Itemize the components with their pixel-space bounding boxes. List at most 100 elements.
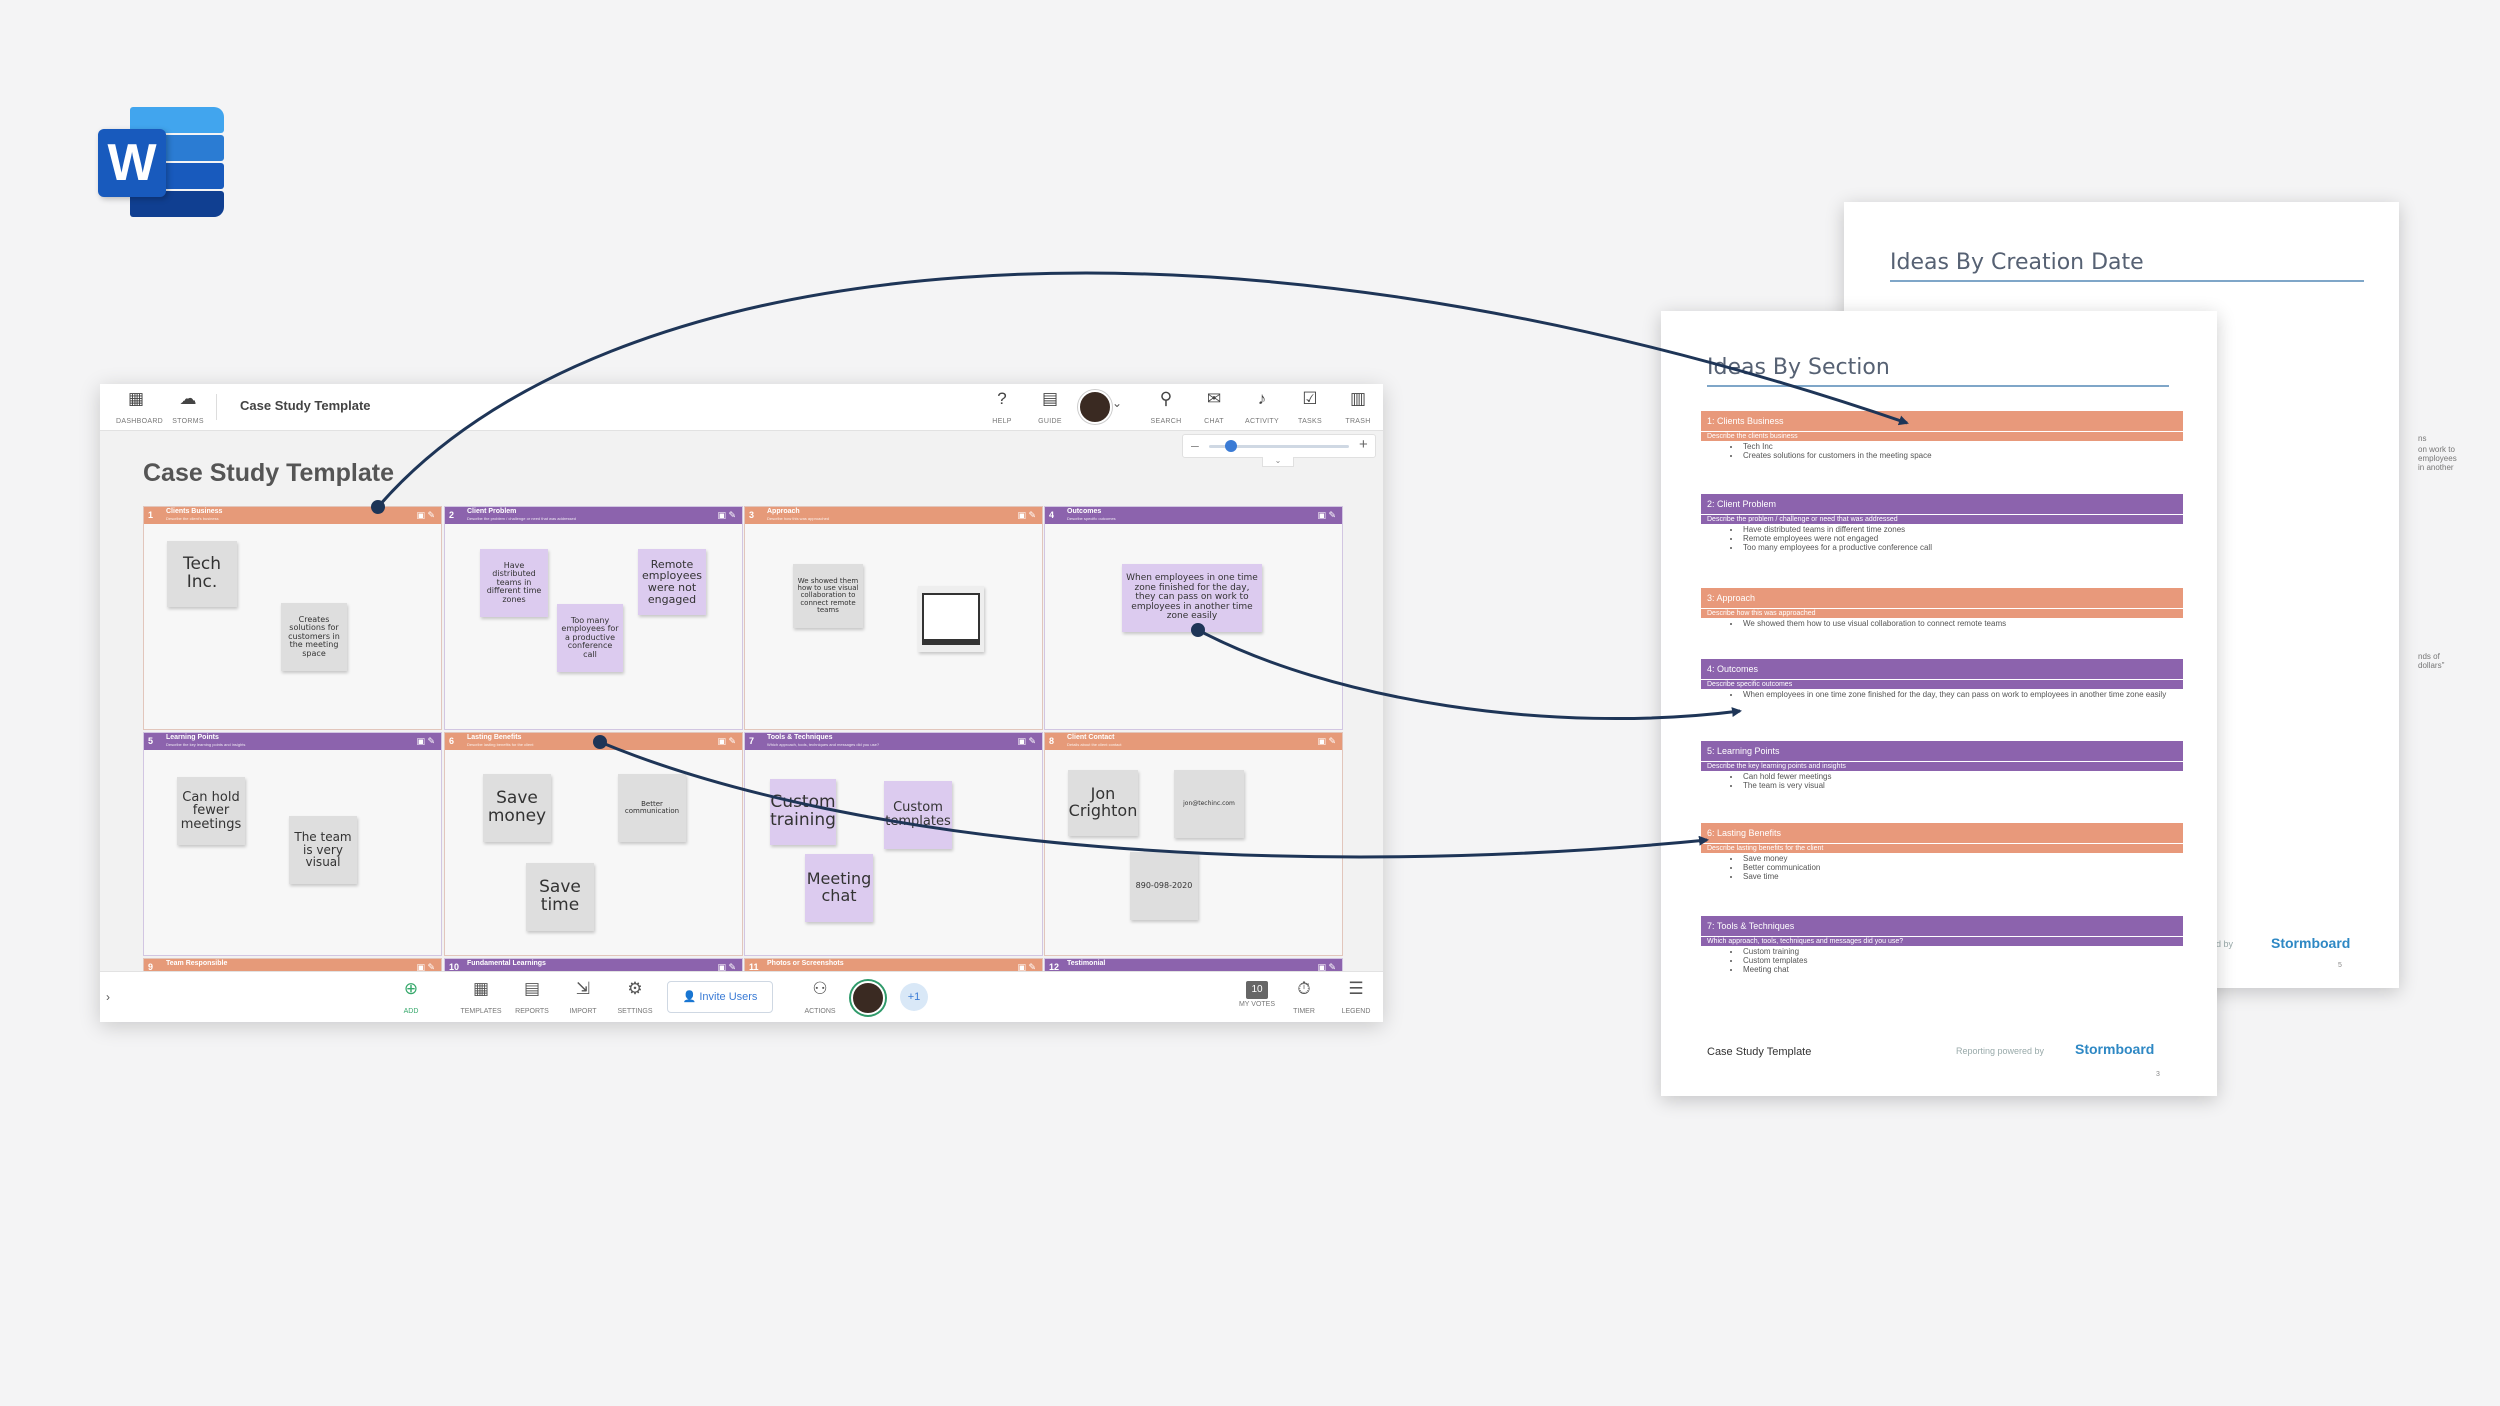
sticky-note[interactable]: The team is very visual — [289, 816, 357, 884]
report-section-heading: 6: Lasting Benefits — [1701, 823, 2183, 843]
reports-icon: ▤ — [523, 979, 541, 998]
sticky-note[interactable]: Meeting chat — [805, 854, 873, 922]
connector-dot — [593, 735, 607, 749]
reports-button[interactable]: ▤ REPORTS — [509, 978, 555, 1018]
edit-icon[interactable]: ▣ ✎ — [416, 736, 435, 746]
toolbar-divider — [216, 394, 217, 420]
tasks-button[interactable]: ☑ TASKS — [1290, 388, 1330, 428]
edit-icon[interactable]: ▣ ✎ — [717, 510, 736, 520]
legend-label: LEGEND — [1341, 1008, 1371, 1015]
zoom-track[interactable] — [1209, 445, 1349, 448]
actions-button[interactable]: ⚇ ACTIONS — [797, 978, 843, 1018]
import-label: IMPORT — [569, 1008, 597, 1015]
section-description: Describe lasting benefits for the client — [467, 742, 534, 747]
stormboard-app-window: ▦ DASHBOARD ☁ STORMS Case Study Template… — [100, 384, 1383, 1022]
edit-icon[interactable]: ▣ ✎ — [717, 962, 736, 972]
section-number: 8 — [1049, 736, 1055, 746]
activity-button[interactable]: ♪ ACTIVITY — [1242, 388, 1282, 428]
word-logo-bar — [130, 107, 224, 133]
storms-label: STORMS — [172, 418, 204, 425]
add-button[interactable]: ⊕ ADD — [388, 978, 434, 1018]
peek-text: ns — [2418, 434, 2427, 443]
zoom-in-icon[interactable]: + — [1359, 436, 1368, 453]
report-section-items: Have distributed teams in different time… — [1701, 525, 2183, 552]
storms-button[interactable]: ☁ STORMS — [168, 388, 208, 428]
sticky-note[interactable]: Custom templates — [884, 781, 952, 849]
import-button[interactable]: ⇲ IMPORT — [560, 978, 606, 1018]
connector-dot — [371, 500, 385, 514]
search-button[interactable]: ⚲ SEARCH — [1146, 388, 1186, 428]
title-underline — [1707, 385, 2169, 387]
sticky-note[interactable]: Creates solutions for customers in the m… — [281, 603, 347, 671]
legend-button[interactable]: ☰ LEGEND — [1333, 978, 1379, 1018]
help-button[interactable]: ? HELP — [982, 388, 1022, 428]
templates-button[interactable]: ▦ TEMPLATES — [458, 978, 504, 1018]
arrow-lasting-benefits — [599, 740, 1709, 859]
zoom-knob[interactable] — [1225, 440, 1237, 452]
my-votes-button[interactable]: 10 MY VOTES — [1237, 979, 1277, 1008]
actions-users-icon: ⚇ — [812, 979, 828, 998]
invite-users-button[interactable]: 👤 Invite Users — [667, 981, 773, 1013]
edit-icon[interactable]: ▣ ✎ — [717, 736, 736, 746]
chat-button[interactable]: ✉ CHAT — [1194, 388, 1234, 428]
guide-button[interactable]: ▤ GUIDE — [1030, 388, 1070, 428]
edit-icon[interactable]: ▣ ✎ — [1317, 736, 1336, 746]
page-number: 3 — [2156, 1071, 2160, 1078]
sticky-note[interactable]: jon@techinc.com — [1174, 770, 1244, 838]
sticky-note[interactable]: Tech Inc. — [167, 541, 237, 607]
sticky-note[interactable]: When employees in one time zone finished… — [1122, 564, 1262, 632]
sticky-note[interactable]: Jon Crighton — [1068, 770, 1138, 836]
edit-icon[interactable]: ▣ ✎ — [1017, 962, 1036, 972]
peek-text: nds of dollars" — [2418, 652, 2445, 670]
settings-icon: ⚙ — [627, 979, 643, 998]
edit-icon[interactable]: ▣ ✎ — [1317, 510, 1336, 520]
report-title: Ideas By Creation Date — [1890, 250, 2144, 275]
sticky-note[interactable]: 890-098-2020 — [1130, 852, 1198, 920]
dashboard-button[interactable]: ▦ DASHBOARD — [116, 388, 163, 428]
stormboard-logo: Stormboard — [2075, 1041, 2155, 1057]
sticky-note[interactable]: Better communication — [618, 774, 686, 842]
active-user-avatar[interactable] — [851, 981, 885, 1015]
timer-button[interactable]: ⏱ TIMER — [1281, 978, 1327, 1018]
report-list-item: When employees in one time zone finished… — [1741, 690, 2183, 699]
zoom-collapse-icon[interactable]: ⌄ — [1262, 457, 1294, 467]
sticky-note[interactable]: Can hold fewer meetings — [177, 777, 245, 845]
settings-button[interactable]: ⚙ SETTINGS — [612, 978, 658, 1018]
sticky-note[interactable]: Custom training — [770, 779, 836, 845]
chevron-down-icon[interactable]: ⌄ — [1112, 396, 1123, 410]
sticky-image-card[interactable] — [918, 586, 984, 652]
dashboard-icon: ▦ — [127, 389, 145, 408]
report-section-subheading: Which approach, tools, techniques and me… — [1701, 937, 2183, 946]
edit-icon[interactable]: ▣ ✎ — [416, 962, 435, 972]
templates-icon: ▦ — [472, 979, 490, 998]
sticky-note[interactable]: Save money — [483, 774, 551, 842]
report-section-heading: 4: Outcomes — [1701, 659, 2183, 679]
section-number: 4 — [1049, 510, 1055, 520]
edit-icon[interactable]: ▣ ✎ — [1017, 510, 1036, 520]
chevron-right-icon[interactable]: › — [106, 990, 110, 1004]
edit-icon[interactable]: ▣ ✎ — [1017, 736, 1036, 746]
sticky-note[interactable]: We showed them how to use visual collabo… — [793, 564, 863, 628]
sticky-note[interactable]: Too many employees for a productive conf… — [557, 604, 623, 672]
trash-button[interactable]: ▥ TRASH — [1338, 388, 1378, 428]
trash-label: TRASH — [1345, 418, 1371, 425]
edit-icon[interactable]: ▣ ✎ — [416, 510, 435, 520]
sticky-note[interactable]: Remote employees were not engaged — [638, 549, 706, 615]
sticky-note[interactable]: Save time — [526, 863, 594, 931]
zoom-out-icon[interactable]: – — [1191, 437, 1199, 453]
section-number: 2 — [449, 510, 455, 520]
report-list-item: Save money — [1741, 854, 2183, 863]
sticky-note[interactable]: Have distributed teams in different time… — [480, 549, 548, 617]
user-avatar[interactable] — [1078, 390, 1112, 424]
more-users-badge[interactable]: +1 — [900, 983, 928, 1011]
edit-icon[interactable]: ▣ ✎ — [1317, 962, 1336, 972]
